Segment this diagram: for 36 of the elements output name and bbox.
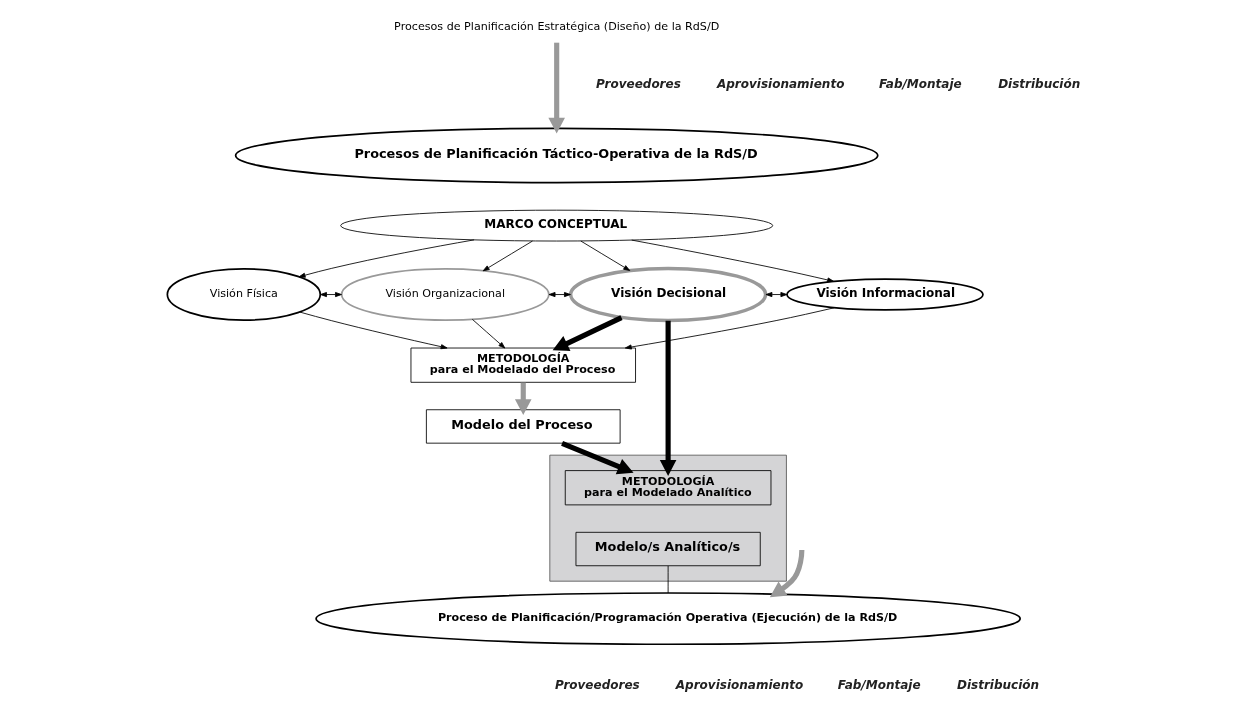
node-box: Modelo/s Analítico/s	[575, 531, 761, 567]
arrow	[298, 239, 474, 278]
node-ellipse: Visión Organizacional	[340, 268, 550, 321]
connector	[667, 565, 669, 594]
arrow	[624, 307, 835, 350]
node-box: METODOLOGÍA para el Modelado Analítico	[564, 470, 771, 506]
arrow	[548, 292, 571, 298]
label: Fab/Montaje	[878, 76, 962, 91]
arrow	[659, 320, 676, 476]
node-ellipse: MARCO CONCEPTUAL	[339, 209, 773, 242]
arrow	[482, 240, 533, 272]
node-box: Modelo del Proceso	[425, 409, 621, 444]
arrow	[471, 318, 505, 349]
label: Fab/Montaje	[837, 678, 921, 693]
node-ellipse: Visión Física	[166, 268, 321, 321]
node-ellipse: Procesos de Planificación Táctico-Operativa de la RdS/D	[234, 127, 879, 184]
label: Aprovisionamiento	[716, 76, 844, 91]
arrow	[579, 240, 630, 271]
label: Proveedores	[595, 76, 681, 91]
arrow	[630, 239, 834, 283]
label: Proveedores	[554, 678, 640, 693]
arrow	[552, 315, 623, 352]
cluster	[548, 454, 787, 582]
arrow	[547, 42, 565, 134]
arrow	[298, 311, 447, 350]
arrow	[560, 440, 634, 475]
node-box: METODOLOGÍA para el Modelado del Proceso	[410, 347, 636, 383]
arrow	[319, 292, 342, 298]
arrow	[514, 382, 532, 416]
node-ellipse: Proceso de Planificación/Programación Operativa (Ejecución) de la RdS/D	[314, 592, 1021, 646]
label: Distribución	[997, 76, 1080, 91]
arrow	[769, 549, 804, 598]
arrow	[765, 292, 787, 298]
node-text: Procesos de Planificación Estratégica (Diseño) de la RdS/D	[393, 19, 719, 33]
label: Distribución	[956, 678, 1039, 693]
label: Aprovisionamiento	[675, 678, 803, 693]
